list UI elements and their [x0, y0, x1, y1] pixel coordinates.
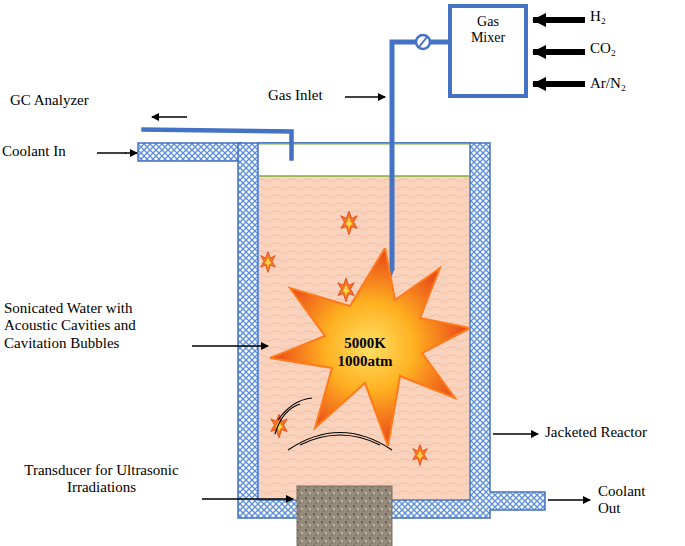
valve-symbol	[416, 35, 430, 49]
coolant-label: Coolant Out	[598, 483, 670, 518]
reactor-label: Jacketed Reactor	[545, 424, 647, 441]
gas-label: H₂	[590, 8, 606, 25]
gas-inlet-pipe	[392, 42, 448, 270]
node-text: Gas Mixer	[460, 14, 516, 46]
cavitation-burst: 5000K 1000atm	[270, 248, 470, 446]
transducer-label: Transducer for Ultrasonic Irradiations	[4, 462, 199, 497]
coolant-label: Coolant In	[2, 143, 66, 160]
inlet-label: Gas Inlet	[268, 87, 323, 104]
gas-mixer-box: Gas Mixer	[448, 4, 528, 98]
gas-label: Ar/N₂	[590, 75, 626, 92]
node-text: 5000K 1000atm	[329, 334, 401, 370]
valve-symbol	[419, 37, 427, 47]
liquid-label: Sonicated Water with Acoustic Cavities a…	[4, 300, 184, 352]
gas-label: CO₂	[590, 40, 616, 57]
outlet-label: GC Analyzer	[10, 92, 89, 109]
